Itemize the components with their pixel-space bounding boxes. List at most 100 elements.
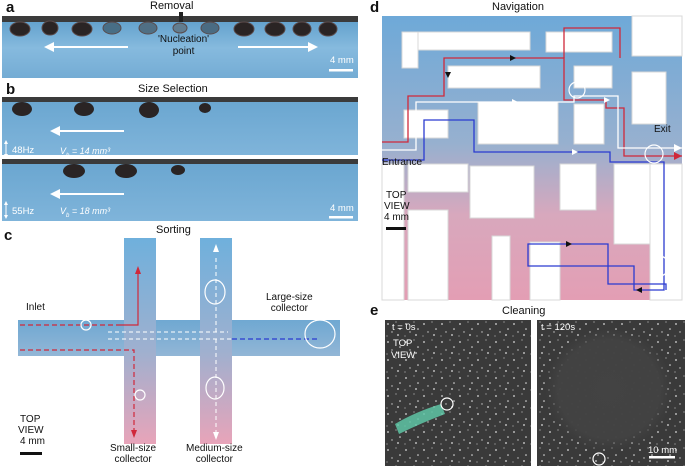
droplet bbox=[644, 144, 664, 164]
scale-bar-d bbox=[386, 227, 406, 230]
droplet bbox=[440, 397, 454, 411]
volume-value: = 14 mm³ bbox=[71, 146, 111, 156]
droplet bbox=[304, 319, 336, 349]
plate-b1 bbox=[2, 97, 358, 102]
droplets-d bbox=[568, 81, 669, 277]
scale-bar-c bbox=[20, 452, 42, 455]
droplet-row-b2 bbox=[63, 164, 185, 178]
scale-label-b: 4 mm bbox=[330, 203, 354, 214]
droplet bbox=[264, 21, 286, 37]
white-arrowhead bbox=[213, 244, 219, 252]
droplet bbox=[63, 164, 85, 178]
panel-b-label: b bbox=[6, 81, 16, 98]
droplet bbox=[172, 22, 188, 34]
scale-bar-e bbox=[649, 456, 675, 459]
red-arrowhead bbox=[135, 266, 141, 274]
droplet bbox=[12, 102, 32, 116]
small-collector-label: Small-size collector bbox=[110, 443, 157, 465]
time-label-120: t = 120s bbox=[541, 322, 576, 333]
arrow-right-a bbox=[238, 42, 318, 52]
droplet bbox=[200, 21, 220, 35]
droplets-e bbox=[440, 397, 606, 466]
plate-b2 bbox=[2, 159, 358, 164]
red-path bbox=[382, 57, 682, 157]
arrow-left-b1 bbox=[50, 126, 124, 136]
panel-d-title: Navigation bbox=[492, 1, 544, 13]
droplet bbox=[651, 255, 669, 277]
scale-bar-b bbox=[329, 216, 353, 219]
droplet bbox=[9, 21, 31, 37]
droplet-row-b1 bbox=[12, 102, 211, 118]
freq-label-1: 48Hz bbox=[12, 145, 35, 156]
droplet bbox=[41, 20, 59, 36]
droplet-trail bbox=[395, 404, 445, 434]
view-label-c-view: VIEW bbox=[18, 425, 44, 436]
entrance-label: Entrance bbox=[382, 157, 423, 168]
red-arrowhead bbox=[131, 430, 137, 438]
droplet bbox=[74, 102, 94, 116]
time-label-0: t = 0s bbox=[392, 322, 416, 333]
droplet bbox=[102, 21, 122, 35]
droplet bbox=[205, 376, 225, 400]
panel-a-label: a bbox=[6, 0, 15, 16]
panel-d-label: d bbox=[370, 0, 380, 16]
view-label-c-top: TOP bbox=[20, 414, 41, 425]
droplet bbox=[592, 452, 606, 466]
blue-path bbox=[527, 243, 667, 290]
scale-label-e: 10 mm bbox=[648, 445, 678, 456]
view-label-e-top: TOP bbox=[393, 338, 413, 349]
scale-bar-a bbox=[329, 69, 353, 72]
droplet-row-a bbox=[9, 20, 338, 37]
volume-label-1: Vb = 14 mm³ bbox=[60, 146, 110, 159]
droplet bbox=[139, 102, 159, 118]
volume-subscript: b bbox=[66, 152, 70, 159]
red-path-up bbox=[120, 272, 139, 326]
large-collector-label: Large-size collector bbox=[266, 292, 313, 314]
inlet-label: Inlet bbox=[26, 302, 45, 313]
panel-b-title: Size Selection bbox=[138, 83, 208, 95]
medium-collector-label: Medium-size collector bbox=[186, 443, 243, 465]
blue-path bbox=[382, 119, 665, 291]
panel-e-label: e bbox=[370, 302, 379, 319]
volume-symbol: V bbox=[60, 146, 67, 156]
panel-c-label: c bbox=[4, 227, 13, 244]
freq-label-2: 55Hz bbox=[12, 206, 35, 217]
panel-c-image bbox=[18, 238, 340, 455]
panel-b-image bbox=[2, 97, 358, 221]
maze-walls bbox=[381, 15, 683, 301]
droplets-c bbox=[80, 279, 336, 401]
view-label-e-view: VIEW bbox=[391, 350, 416, 361]
panel-e-image bbox=[385, 320, 685, 466]
frame-t0 bbox=[385, 320, 531, 466]
volume-subscript: b bbox=[66, 212, 70, 219]
droplet bbox=[204, 279, 226, 305]
panel-d-image bbox=[381, 15, 683, 301]
droplet bbox=[171, 165, 185, 175]
arrow-left-a bbox=[44, 42, 128, 52]
droplet bbox=[80, 319, 92, 331]
volume-label-2: Vb = 18 mm³ bbox=[60, 206, 110, 219]
view-label-d-view: VIEW bbox=[384, 201, 410, 212]
white-arrowhead bbox=[213, 432, 219, 440]
panel-a-title: Removal bbox=[150, 0, 194, 12]
scale-label-c: 4 mm bbox=[20, 436, 45, 447]
channel-network-c bbox=[18, 238, 340, 444]
scale-label-d: 4 mm bbox=[384, 212, 409, 223]
exit-label: Exit bbox=[654, 124, 671, 135]
droplet bbox=[233, 21, 255, 37]
white-path bbox=[382, 95, 682, 151]
channel-b1 bbox=[2, 99, 358, 155]
view-label-d-top: TOP bbox=[386, 190, 407, 201]
volume-value: = 18 mm³ bbox=[71, 206, 111, 216]
droplet bbox=[115, 164, 137, 178]
nucleation-post bbox=[179, 12, 183, 22]
cleaned-region bbox=[545, 330, 673, 454]
droplet bbox=[71, 21, 93, 37]
scale-label-a: 4 mm bbox=[330, 55, 354, 66]
red-path bbox=[563, 27, 621, 58]
white-path bbox=[108, 256, 232, 432]
droplet bbox=[199, 103, 211, 113]
droplet bbox=[292, 21, 312, 37]
droplet bbox=[568, 81, 586, 99]
amplitude-icon bbox=[4, 140, 8, 219]
